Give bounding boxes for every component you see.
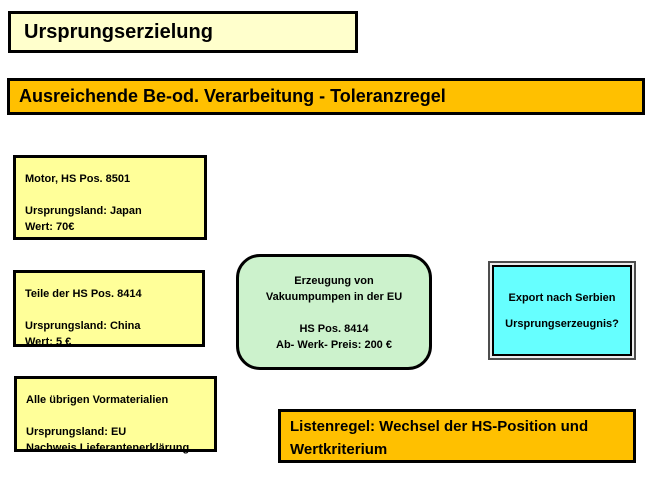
material-title: Motor, HS Pos. 8501 — [25, 173, 131, 185]
material-value: Nachweis Lieferantenerklärung — [26, 442, 190, 454]
page-title: Ursprungserzielung — [24, 20, 213, 43]
export-box: Export nach Serbien Ursprungserzeugnis? — [492, 265, 632, 356]
export-destination: Export nach Serbien — [508, 291, 616, 304]
export-box-frame: Export nach Serbien Ursprungserzeugnis? — [488, 261, 636, 360]
list-rule-line-1: Listenregel: Wechsel der HS-Position und — [290, 418, 589, 435]
production-hs-pos: HS Pos. 8414 — [299, 323, 369, 335]
spacer — [25, 302, 198, 318]
sufficiency-rule-banner: Ausreichende Be-od. Verarbeitung - Toler… — [7, 78, 645, 115]
production-line-1: Erzeugung von — [294, 275, 374, 287]
production-box: Erzeugung von Vakuumpumpen in der EU HS … — [236, 254, 432, 370]
material-title: Teile der HS Pos. 8414 — [25, 288, 142, 300]
spacer — [25, 187, 200, 203]
spacer — [239, 305, 429, 321]
material-box-other: Alle übrigen Vormaterialien Ursprungslan… — [14, 376, 217, 454]
material-title: Alle übrigen Vormaterialien — [26, 394, 169, 406]
spacer — [26, 408, 210, 424]
material-box-motor: Motor, HS Pos. 8501 Ursprungsland: Japan… — [13, 155, 207, 240]
material-value: Wert: 5 € — [25, 336, 72, 348]
material-origin: Ursprungsland: Japan — [25, 205, 142, 217]
material-value: Wert: 70€ — [25, 221, 75, 233]
production-price: Ab- Werk- Preis: 200 € — [276, 339, 392, 351]
material-box-parts: Teile der HS Pos. 8414 Ursprungsland: Ch… — [13, 270, 205, 348]
export-question: Ursprungserzeugnis? — [505, 317, 619, 330]
material-origin: Ursprungsland: China — [25, 320, 141, 332]
production-line-2: Vakuumpumpen in der EU — [265, 291, 403, 303]
sufficiency-rule-label: Ausreichende Be-od. Verarbeitung - Toler… — [19, 86, 446, 106]
material-origin: Ursprungsland: EU — [26, 426, 127, 438]
list-rule-line-2: Wertkriterium — [290, 441, 388, 458]
title-box: Ursprungserzielung — [8, 11, 358, 53]
list-rule-box: Listenregel: Wechsel der HS-Position und… — [278, 409, 636, 463]
